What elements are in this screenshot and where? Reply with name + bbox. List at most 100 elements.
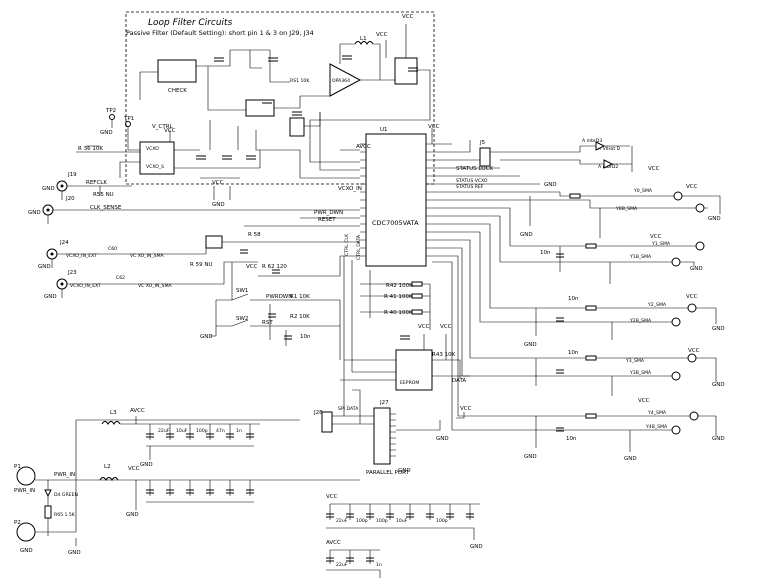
c60-label: C60 [108,246,117,252]
parallel-port-block: PARALLEL PORT J27 SPI DATA J28 VCC GND G… [313,380,472,476]
y3-sma-connector-icon [687,353,697,363]
y2-sma-connector-icon [687,303,697,313]
diode-d3-label: A mbrD3 [582,138,602,144]
l3-inductor [101,421,121,425]
j28-connector [321,411,333,433]
l2-label: L2 [104,464,111,470]
status-led-block: STATUS LOCK STATUS VCXO STATUS REF A mbr… [432,138,660,190]
gnd-label: GND [436,436,449,442]
parallel-port-label: PARALLEL PORT [366,470,410,476]
vcc-net-label: VCC [650,234,662,240]
gnd-label: GND [126,512,139,518]
cap-label: 10n [540,250,551,256]
avcc-label: AVCC [326,540,341,546]
y0-sma-label: Y0_SMA [633,188,653,194]
p1-connector-icon [16,466,36,486]
rst-label: RST [262,320,273,326]
r42-label: R42 100K [386,283,413,289]
y0-sma-connector-icon [673,191,683,201]
y1-sma-connector-icon [695,241,705,251]
y4-sma-label: Y4_SMA [647,410,667,416]
gnd-label: GND [140,462,153,468]
cap-value-label: 10uF [396,518,408,524]
j23-label: J23 [67,270,77,276]
r55-label: R55 NU [93,192,114,198]
r59-label: R 59 NU [190,262,212,268]
r1-label: R1 10K [290,294,310,300]
led-icon [44,489,52,498]
vcc-net-label: VCC [686,184,698,190]
gnd-label: GND [68,550,81,556]
l3-label: L3 [110,410,117,416]
r36-label: R 36 10K [78,146,103,152]
gnd-label: GND [20,548,33,554]
gnd-label: GND [28,210,41,216]
sw1-label: SW1 [236,288,248,294]
cap-value-label: 22uF [336,562,348,568]
status-ref-label: STATUS REF [456,184,484,190]
eeprom-label: EEPROM [400,380,419,386]
main-ic-block: CDC7005VATA U1 VCXO_IN PWR_DWN RESET AVC… [276,112,452,380]
y3b-sma-connector-icon [671,371,681,381]
output-stages: Y0_SMA Y0B_SMA Y1_SMA Y1B_SMA Y2_SMA Y2B… [432,184,725,462]
j5-label: J5 [479,140,486,146]
vcc-net-label: VCC [638,398,650,404]
status-lock-label: STATUS LOCK [456,166,493,172]
vcc-net-label: VCC [418,324,430,330]
cdc7005-label: CDC7005VATA [372,219,419,227]
cap-value-label: 22uF [336,518,348,524]
vcc-net-label: VCC [688,348,700,354]
y4b-sma-connector-icon [671,425,681,435]
y1-sma-label: Y1_SMA [651,241,671,247]
spi-data-label: SPI DATA [338,406,359,412]
pwr-in-label: PWR_IN [14,488,35,494]
gnd-label: GND [38,264,51,270]
ctrl-clk-label: CTRL CLK [344,233,350,256]
loop-filter-subtitle: Passive Filter (Default Setting): short … [126,29,314,37]
cap-value-label: 1n [236,428,242,434]
j20-label: J20 [65,196,75,202]
u1-label: U1 [380,127,388,133]
vcxo-block: VCXO R 36 10K V_CTRL VCXO_S VCC VCC GND [76,124,261,208]
check-label: CHECK [168,88,187,94]
sma-inputs: J19 REFCLK R55 NU GND J20 CLK_SENSE GND … [28,172,290,300]
diode-d2-label: A mbrD2 [598,164,618,170]
y3b-sma-label: Y3B_SMA [629,370,652,376]
pwrdwn-label: PWRDWN [266,294,292,300]
opamp-label: OPA364 [332,78,350,84]
cap-value-label: 100p [196,428,208,434]
vcxo-s-label: VCXO_S [146,164,164,170]
p1-label: P1 [14,464,21,470]
cap-label: 10n [568,296,579,302]
vcc-net-label: VCC [212,180,224,186]
gnd-label: GND [470,544,483,550]
c62-label: C62 [116,275,125,281]
y2b-sma-label: Y2B_SMA [629,318,652,324]
pwr-in-net-label: PWR_IN [54,472,75,478]
tp2-point [109,114,115,120]
vctrl-label: V_CTRL [152,124,174,130]
y1b-sma-label: Y1B_SMA [629,254,652,260]
p2-label: P2 [14,520,21,526]
y0b-sma-label: Y0B_SMA [615,206,638,212]
y4-sma-connector-icon [689,411,699,421]
r41-label: R 41 100K [384,294,413,300]
gnd-label: GND [712,382,725,388]
loop-filter-block: Loop Filter Circuits Passive Filter (Def… [125,11,435,185]
diode-icon [595,141,606,151]
cap-value-label: 1n [376,562,382,568]
vcc-net-label: VCC [428,124,440,130]
vcc-net-label: VCC [246,264,258,270]
cap-value-label: 100p [376,518,388,524]
reset-label: RESET [318,217,336,223]
eeprom-block: EEPROM R43 10K DATA VCC VCC [340,324,470,391]
gnd-label: GND [42,186,55,192]
gnd-label: GND [712,326,725,332]
r65-label: R65 1.5K [54,512,76,518]
pwr-dwn-label: PWR_DWN [314,210,343,216]
diode-vihat-label: A VIHat D [598,146,621,152]
y4b-sma-label: Y4B_SMA [645,424,668,430]
y2b-sma-connector-icon [671,317,681,327]
cap-label: 10n [566,436,577,442]
vcc-net-label: VCC [686,294,698,300]
